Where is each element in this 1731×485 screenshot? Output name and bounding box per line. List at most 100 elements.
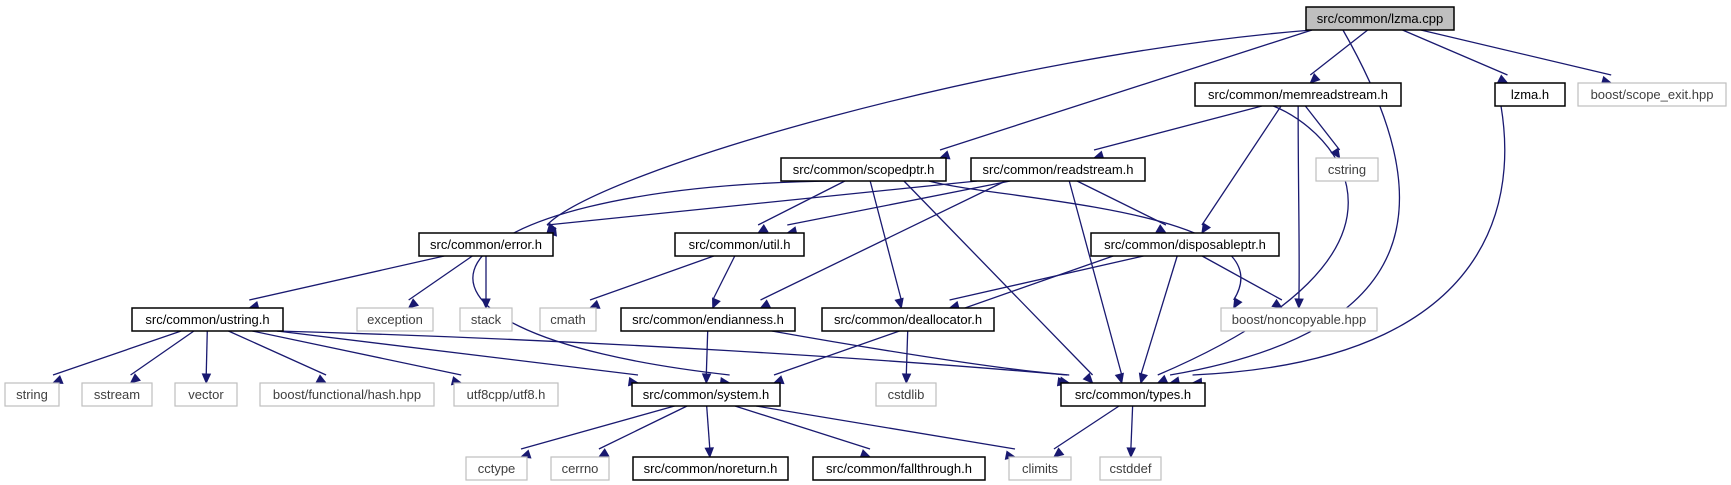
node-box — [1194, 82, 1402, 107]
node-deallocator[interactable]: src/common/deallocator.h — [821, 307, 995, 332]
node-label: string — [16, 387, 48, 402]
node-memreadstream[interactable]: src/common/memreadstream.h — [1194, 82, 1402, 107]
node-scopedptr[interactable]: src/common/scopedptr.h — [780, 157, 947, 182]
node-box — [970, 157, 1146, 182]
node-box — [459, 307, 513, 332]
edge-types-to-cstddef — [1130, 405, 1134, 450]
edge-deallocator-to-cstdlib — [905, 330, 909, 376]
arrowhead-system-to-noreturn — [704, 447, 714, 459]
node-cctype: cctype — [465, 456, 528, 481]
node-noreturn[interactable]: src/common/noreturn.h — [632, 456, 789, 481]
arrowhead-memreadstream-to-types — [1156, 374, 1169, 384]
arrowhead-readstream-to-types — [1114, 372, 1124, 385]
edge-ustring-to-system — [276, 330, 639, 376]
edge-endianness-to-system — [705, 330, 709, 376]
arrowhead-util-to-endianness — [712, 297, 721, 310]
node-box — [259, 382, 435, 407]
node-box — [812, 456, 986, 481]
arrowhead-memreadstream-to-cstring — [1330, 147, 1341, 160]
node-util[interactable]: src/common/util.h — [674, 232, 805, 257]
arrowhead-deallocator-to-cstdlib — [901, 373, 912, 385]
node-label: src/common/disposableptr.h — [1104, 237, 1266, 252]
edge-root-to-scope_exit — [1420, 29, 1612, 76]
edge-util-to-endianness — [712, 255, 736, 301]
node-cstring: cstring — [1315, 157, 1379, 182]
node-climits: climits — [1008, 456, 1072, 481]
node-box — [1305, 6, 1455, 31]
node-scope_exit: boost/scope_exit.hpp — [1577, 82, 1727, 107]
node-label: boost/functional/hash.hpp — [273, 387, 421, 402]
edge-scopedptr-to-types — [903, 180, 1094, 376]
node-system[interactable]: src/common/system.h — [631, 382, 781, 407]
edge-readstream-to-error — [546, 180, 978, 226]
edge-system-to-fallthrough — [734, 405, 871, 450]
arrowhead-scopedptr-to-util — [757, 224, 769, 234]
node-cstddef: cstddef — [1099, 456, 1162, 481]
arrowhead-system-to-cerrno — [597, 448, 610, 458]
edge-disposableptr-to-deallocator — [949, 255, 1144, 301]
edge-memreadstream-to-cstring — [1304, 105, 1341, 151]
edge-root-to-error — [546, 29, 1313, 226]
arrowhead-util-to-cmath — [588, 299, 601, 309]
node-box — [1577, 82, 1727, 107]
edge-system-to-noreturn — [706, 405, 711, 450]
node-types[interactable]: src/common/types.h — [1060, 382, 1206, 407]
arrowhead-error-to-stack — [481, 298, 491, 310]
node-box — [875, 382, 937, 407]
arrowhead-disposableptr-to-noncopyable — [1271, 298, 1283, 309]
node-box — [631, 382, 781, 407]
edge-error-to-ustring — [249, 255, 445, 301]
node-label: exception — [367, 312, 423, 327]
node-label: boost/noncopyable.hpp — [1232, 312, 1366, 327]
node-box — [4, 382, 60, 407]
node-label: src/common/lzma.cpp — [1317, 11, 1443, 26]
node-cstdlib: cstdlib — [875, 382, 937, 407]
node-box — [1060, 382, 1206, 407]
edge-readstream-to-util — [787, 180, 1011, 226]
node-disposableptr[interactable]: src/common/disposableptr.h — [1090, 232, 1280, 257]
node-box — [174, 382, 238, 407]
edge-readstream-to-types — [1068, 180, 1123, 376]
node-sstream: sstream — [81, 382, 153, 407]
node-label: cstddef — [1110, 461, 1152, 476]
arrowhead-types-to-cstddef — [1126, 447, 1136, 459]
node-readstream[interactable]: src/common/readstream.h — [970, 157, 1146, 182]
node-box — [1099, 456, 1162, 481]
edge-root-to-memreadstream — [1309, 29, 1369, 76]
edge-readstream-to-disposableptr — [1076, 180, 1167, 226]
node-label: cstdlib — [888, 387, 925, 402]
node-label: cmath — [550, 312, 585, 327]
node-fallthrough[interactable]: src/common/fallthrough.h — [812, 456, 986, 481]
edge-root-to-scopedptr — [939, 29, 1313, 151]
edge-memreadstream-to-noncopyable — [1297, 105, 1300, 301]
nodes-layer: src/common/lzma.cpp src/common/memreadstr… — [4, 6, 1727, 481]
node-root[interactable]: src/common/lzma.cpp — [1305, 6, 1455, 31]
node-label: src/common/error.h — [430, 237, 542, 252]
edge-system-to-climits — [755, 405, 1016, 450]
edge-util-to-cmath — [589, 255, 714, 301]
node-box — [1008, 456, 1072, 481]
node-label: src/common/endianness.h — [632, 312, 784, 327]
edge-error-to-exception — [408, 255, 473, 301]
node-cmath: cmath — [539, 307, 597, 332]
node-error[interactable]: src/common/error.h — [418, 232, 554, 257]
node-label: sstream — [94, 387, 140, 402]
node-endianness[interactable]: src/common/endianness.h — [620, 307, 796, 332]
node-label: src/common/deallocator.h — [834, 312, 982, 327]
arrowhead-memreadstream-to-noncopyable — [1294, 298, 1304, 310]
node-ustring[interactable]: src/common/ustring.h — [131, 307, 284, 332]
node-box — [356, 307, 434, 332]
edge-readstream-to-endianness — [760, 180, 1006, 301]
node-label: src/common/noreturn.h — [644, 461, 778, 476]
edge-scopedptr-to-noncopyable — [928, 180, 1242, 301]
node-lzma_h[interactable]: lzma.h — [1494, 82, 1566, 107]
node-noncopyable: boost/noncopyable.hpp — [1220, 307, 1378, 332]
node-box — [539, 307, 597, 332]
node-label: boost/scope_exit.hpp — [1591, 87, 1714, 102]
node-box — [674, 232, 805, 257]
node-label: src/common/util.h — [689, 237, 791, 252]
node-box — [550, 456, 610, 481]
node-box — [1090, 232, 1280, 257]
node-label: src/common/scopedptr.h — [793, 162, 935, 177]
arrowhead-scopedptr-to-deallocator — [894, 297, 904, 310]
